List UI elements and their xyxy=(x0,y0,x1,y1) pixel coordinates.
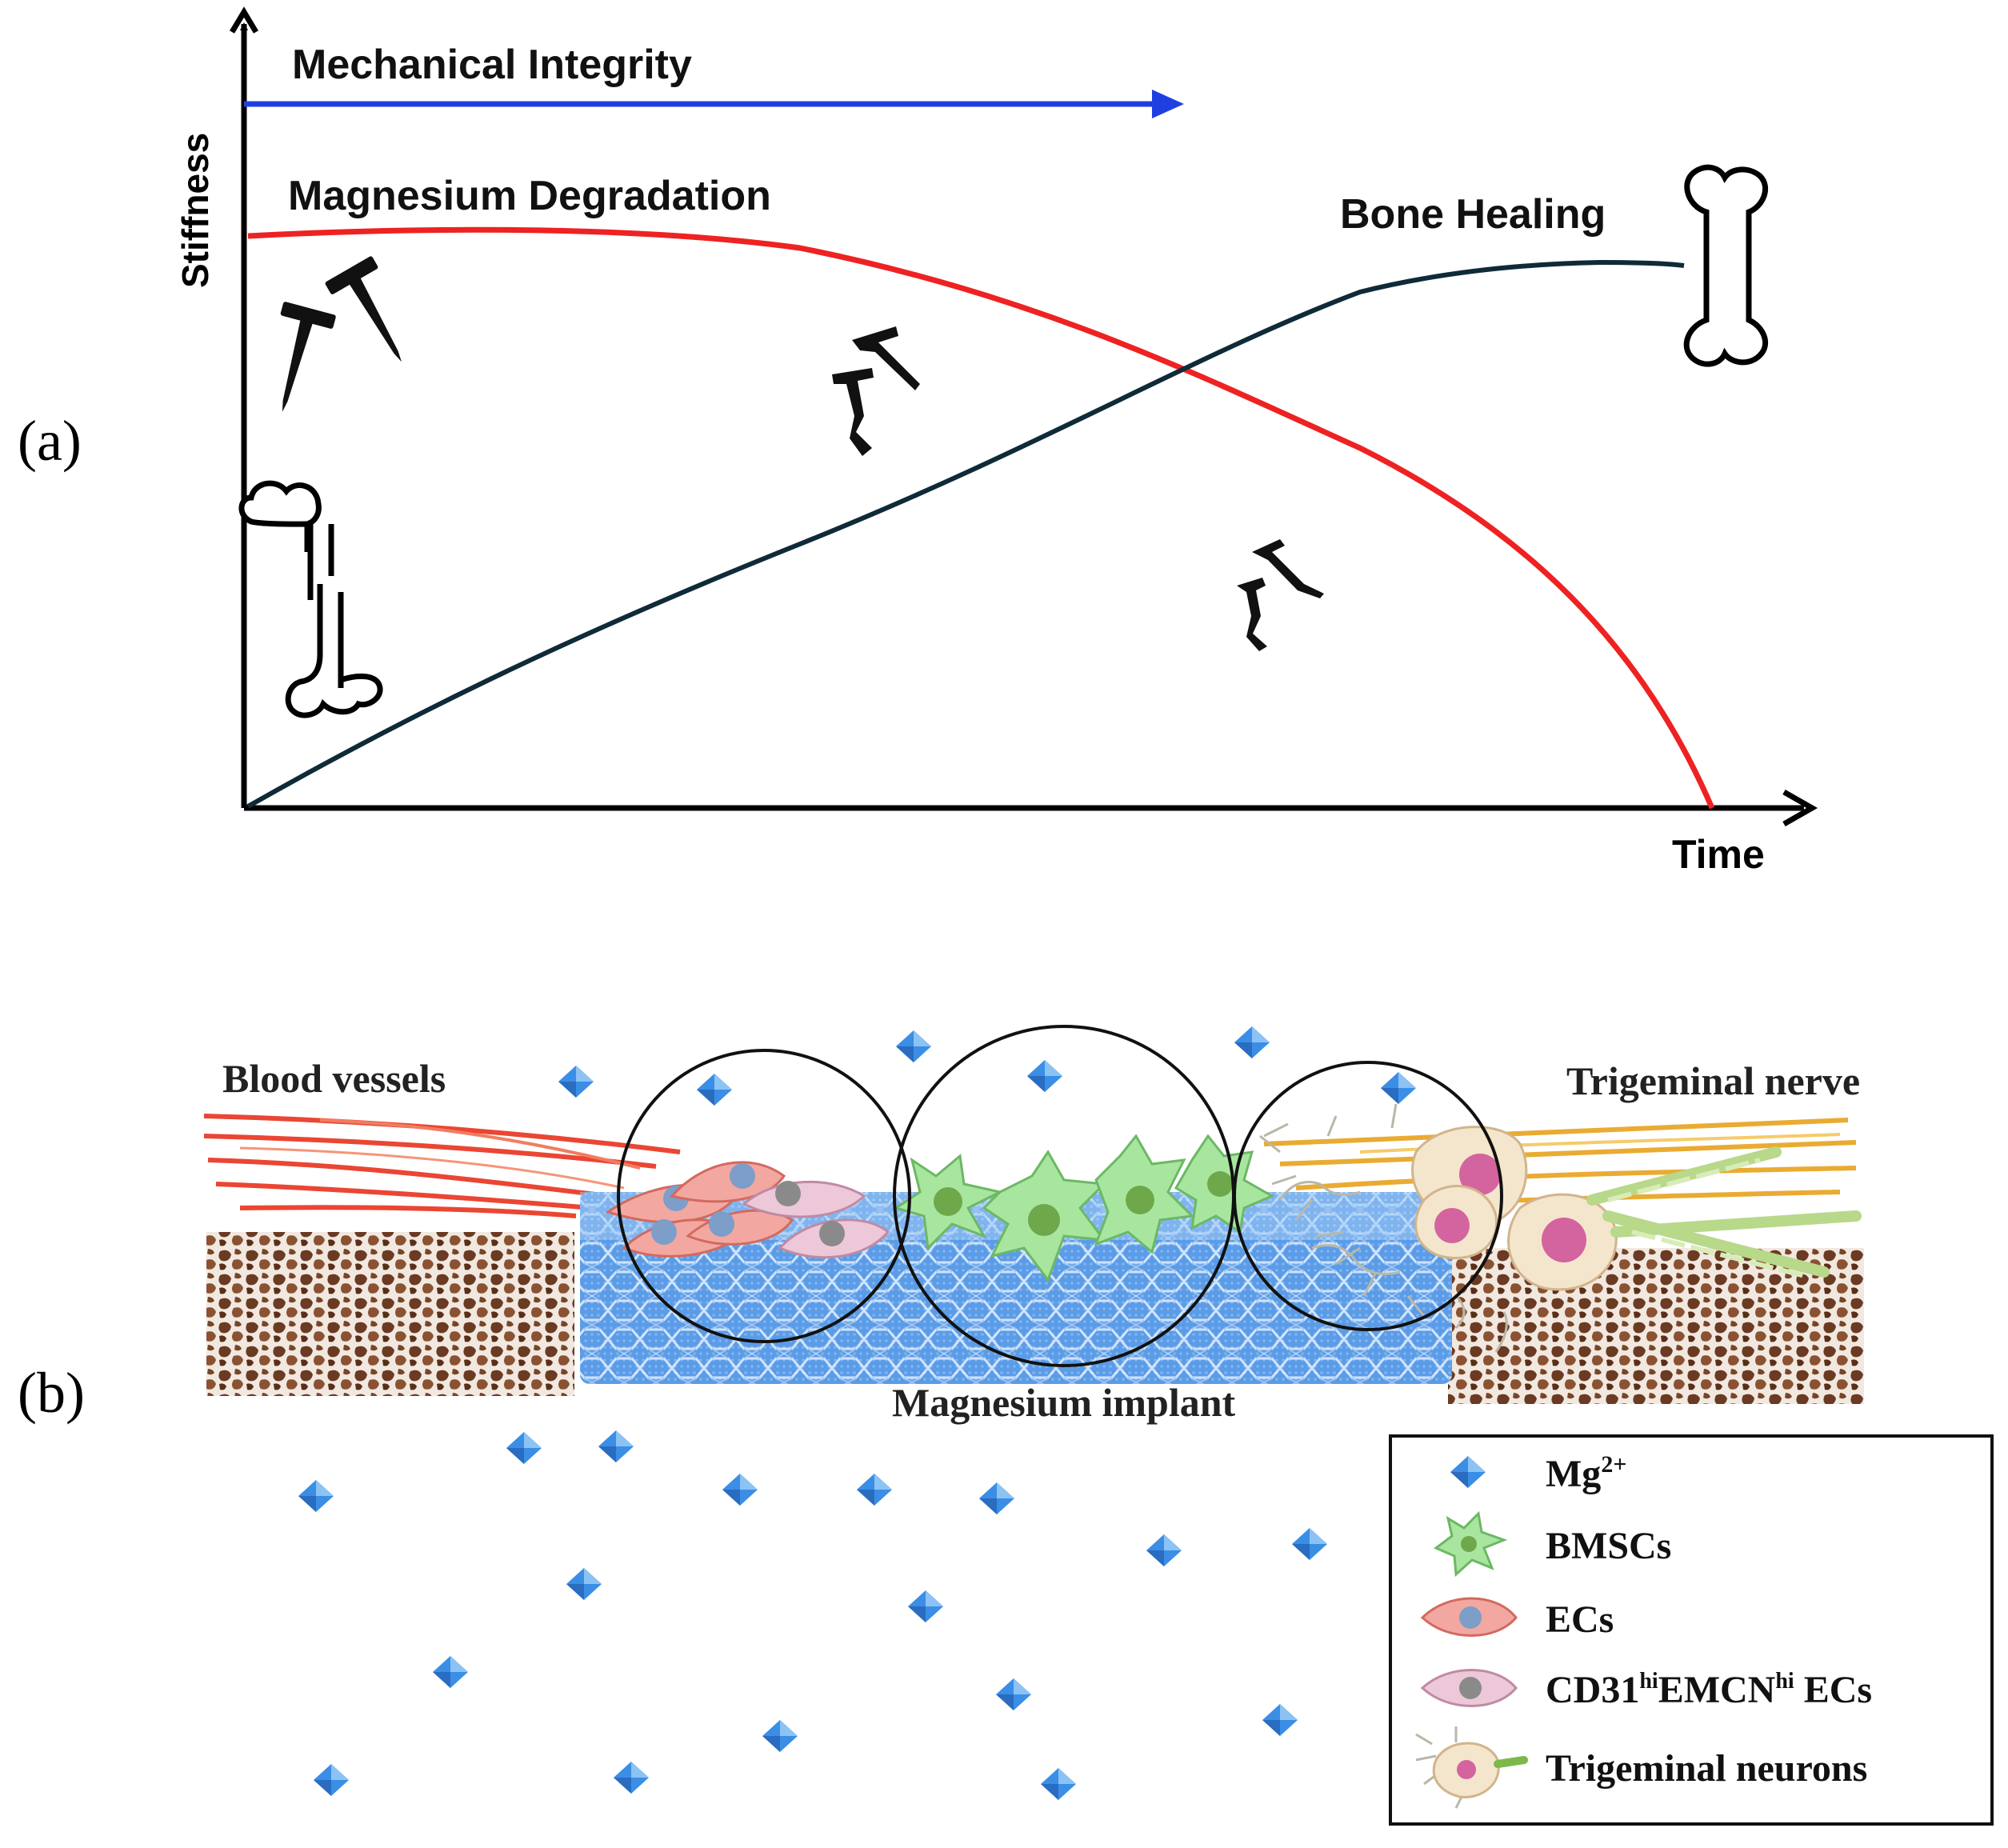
x-axis-label: Time xyxy=(1672,832,1765,877)
legend-ecs-label: ECs xyxy=(1546,1598,1614,1641)
degradation-label: Magnesium Degradation xyxy=(288,173,771,219)
degradation-curve xyxy=(247,226,1715,810)
implant-label: Magnesium implant xyxy=(892,1380,1236,1425)
cd31-ec-cell-icon xyxy=(1420,1669,1518,1707)
trigeminal-nerve-label: Trigeminal nerve xyxy=(1566,1058,1860,1103)
mechanical-integrity-label: Mechanical Integrity xyxy=(292,42,692,88)
focus-circle-neurons xyxy=(1233,1061,1503,1331)
fractured-bone-icon xyxy=(238,480,383,718)
bone-healing-curve xyxy=(246,259,1685,809)
y-axis-arrowhead xyxy=(229,6,259,34)
blood-vessels xyxy=(203,1114,681,1218)
mg-ions xyxy=(298,1026,1416,1800)
mechanical-integrity-arrowhead xyxy=(1152,90,1184,118)
cd31-ec-cell-group xyxy=(742,1180,890,1259)
healed-bone-icon xyxy=(1683,164,1769,367)
intact-screw-icon xyxy=(256,255,426,419)
panel-b-label: (b) xyxy=(18,1361,85,1425)
heavily-degraded-screw-icon xyxy=(1237,539,1324,651)
bone-left xyxy=(206,1232,574,1396)
bmsc-cell-group xyxy=(893,1134,1275,1283)
legend-mg-label: Mg2+ xyxy=(1546,1451,1626,1495)
panel-a: (a) Stiffness Time Mechanical Integrity … xyxy=(18,6,1818,877)
neuron-icon xyxy=(1415,1726,1528,1809)
x-axis-arrowhead xyxy=(1782,789,1818,827)
ec-cell-icon xyxy=(1420,1597,1518,1637)
legend-bmscs-label: BMSCs xyxy=(1546,1525,1671,1567)
focus-circle-ecs xyxy=(617,1049,911,1343)
bmsc-cell-icon xyxy=(1434,1510,1508,1578)
y-axis-label: Stiffness xyxy=(174,133,216,288)
degraded-screw-icon xyxy=(832,326,920,456)
blood-vessels-label: Blood vessels xyxy=(222,1056,446,1101)
panel-b: (b) Blood vessels Trigeminal nerve Magne… xyxy=(18,1025,1994,1826)
legend-neurons-label: Trigeminal neurons xyxy=(1546,1747,1867,1790)
legend: Mg2+ BMSCs ECs CD31hiEMCNhi ECs xyxy=(1389,1434,1994,1826)
bone-healing-label: Bone Healing xyxy=(1340,191,1606,238)
legend-cd31-label: CD31hiEMCNhi ECs xyxy=(1546,1669,1872,1711)
ec-cell-group xyxy=(605,1161,794,1258)
panel-a-label: (a) xyxy=(18,409,82,473)
neuron-group xyxy=(1259,1103,1862,1353)
